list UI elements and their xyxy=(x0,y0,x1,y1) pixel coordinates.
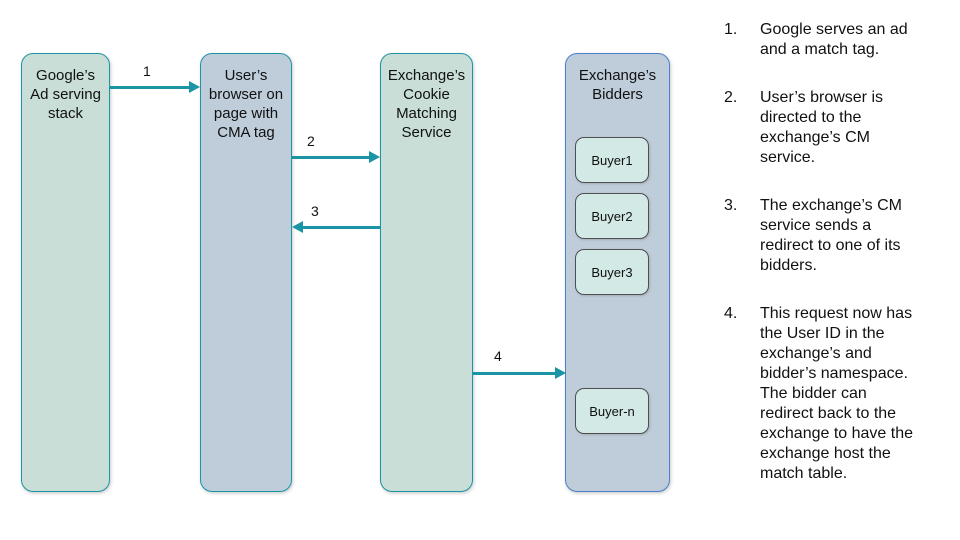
step-1-number: 1. xyxy=(724,21,738,38)
arrow-4-head-icon xyxy=(555,367,566,379)
arrow-3-head-icon xyxy=(292,221,303,233)
arrow-2-shaft xyxy=(292,156,371,159)
node-cm-label: Exchange’s Cookie Matching Service xyxy=(387,67,466,141)
node-google-label: Google’s Ad serving stack xyxy=(30,67,101,122)
step-2-number: 2. xyxy=(724,89,738,106)
arrow-3 xyxy=(292,221,380,233)
buyer3-box: Buyer3 xyxy=(575,249,649,295)
node-google-ad-serving-stack: Google’s Ad serving stack xyxy=(21,53,110,492)
arrow-3-shaft xyxy=(301,226,380,229)
arrow-1-label: 1 xyxy=(143,63,151,79)
step-item-4: 4. This request now has the User ID in t… xyxy=(724,304,924,484)
step-1-text: Google serves an ad and a match tag. xyxy=(760,21,908,58)
step-3-number: 3. xyxy=(724,197,738,214)
node-browser-label: User’s browser on page with CMA tag xyxy=(208,67,284,141)
step-4-number: 4. xyxy=(724,305,738,322)
arrow-1-shaft xyxy=(110,86,191,89)
buyer-n-box: Buyer-n xyxy=(575,388,649,434)
step-item-2: 2. User’s browser is directed to the exc… xyxy=(724,88,924,168)
node-cookie-matching-service: Exchange’s Cookie Matching Service xyxy=(380,53,473,492)
node-exchange-bidders: Exchange’s Bidders Buyer1 Buyer2 Buyer3 … xyxy=(565,53,670,492)
buyer-n-label: Buyer-n xyxy=(589,403,635,419)
arrow-4 xyxy=(473,367,566,379)
buyer3-label: Buyer3 xyxy=(591,264,633,280)
buyer1-label: Buyer1 xyxy=(591,152,633,168)
arrow-2-label: 2 xyxy=(307,133,315,149)
step-3-text: The exchange’s CM service sends a redire… xyxy=(760,197,902,274)
buyer2-box: Buyer2 xyxy=(575,193,649,239)
arrow-2 xyxy=(292,151,380,163)
arrow-1-head-icon xyxy=(189,81,200,93)
node-user-browser: User’s browser on page with CMA tag xyxy=(200,53,292,492)
buyer1-box: Buyer1 xyxy=(575,137,649,183)
arrow-2-head-icon xyxy=(369,151,380,163)
step-4-text: This request now has the User ID in the … xyxy=(760,305,914,482)
step-item-1: 1. Google serves an ad and a match tag. xyxy=(724,20,924,60)
steps-list: 1. Google serves an ad and a match tag. … xyxy=(724,20,924,512)
buyer2-label: Buyer2 xyxy=(591,208,633,224)
arrow-1 xyxy=(110,81,200,93)
step-item-3: 3. The exchange’s CM service sends a red… xyxy=(724,196,924,276)
step-2-text: User’s browser is directed to the exchan… xyxy=(760,89,883,166)
arrow-4-shaft xyxy=(473,372,557,375)
arrow-3-label: 3 xyxy=(311,203,319,219)
arrow-4-label: 4 xyxy=(494,348,502,364)
node-bidders-label: Exchange’s Bidders xyxy=(578,67,657,103)
